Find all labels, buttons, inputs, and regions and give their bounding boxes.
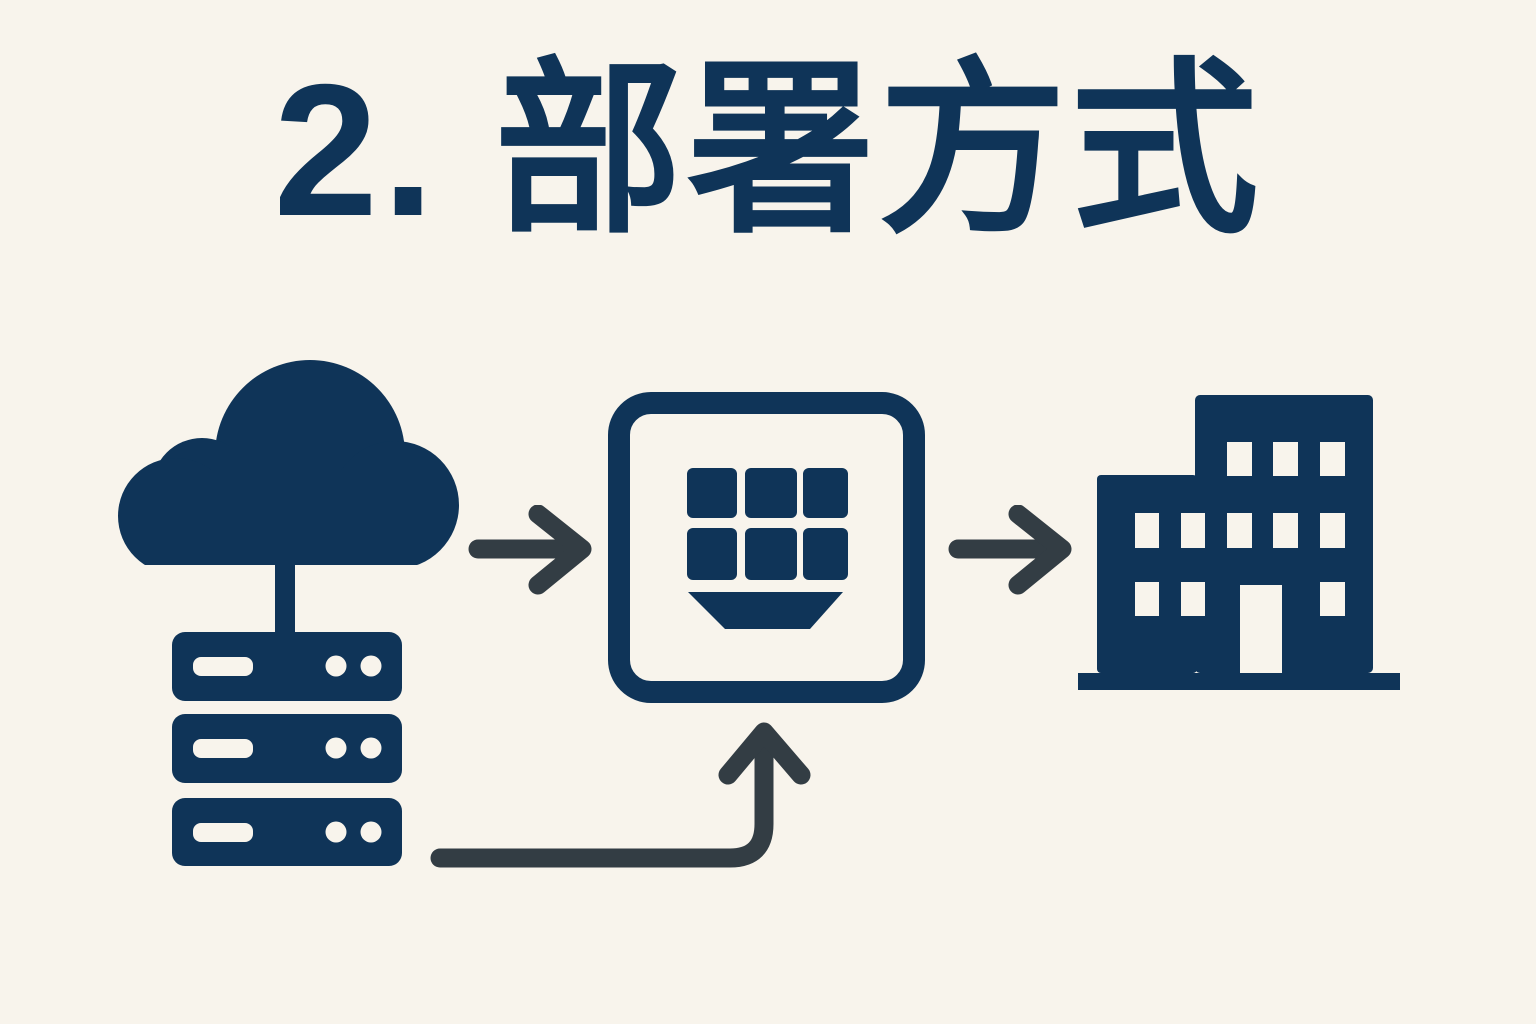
server-led-dot bbox=[360, 737, 382, 759]
container-frame bbox=[608, 392, 925, 703]
server-led-dot bbox=[325, 737, 347, 759]
server-row bbox=[172, 798, 402, 866]
grid-cell bbox=[803, 468, 848, 518]
window bbox=[1273, 513, 1298, 548]
grid-cell bbox=[745, 468, 797, 518]
module-grid bbox=[687, 468, 848, 580]
building-left-block bbox=[1097, 475, 1197, 673]
server-led-dot bbox=[325, 821, 347, 843]
cloud-server-stem bbox=[275, 548, 295, 643]
window bbox=[1320, 513, 1345, 548]
window bbox=[1135, 582, 1159, 616]
building-base bbox=[1078, 673, 1400, 690]
hull-shape bbox=[688, 592, 843, 629]
elbow-arrow-shaft bbox=[430, 740, 774, 868]
server-slot bbox=[193, 739, 253, 758]
window bbox=[1181, 582, 1205, 616]
arrow-head bbox=[528, 505, 592, 595]
building-windows bbox=[1135, 442, 1345, 616]
server-slot bbox=[193, 657, 253, 676]
server-led-dot bbox=[325, 655, 347, 677]
server-stack bbox=[172, 632, 402, 866]
server-slot bbox=[193, 823, 253, 842]
window bbox=[1320, 442, 1345, 476]
grid-cell bbox=[745, 528, 797, 580]
grid-cell bbox=[687, 468, 737, 518]
window bbox=[1320, 582, 1345, 616]
building-door bbox=[1240, 585, 1282, 673]
window bbox=[1227, 442, 1252, 476]
arrow-head bbox=[1008, 505, 1072, 595]
building-icon bbox=[1078, 395, 1400, 690]
window bbox=[1181, 513, 1205, 548]
window bbox=[1135, 513, 1159, 548]
elbow-up-arrow-icon bbox=[430, 722, 811, 868]
window bbox=[1273, 442, 1298, 476]
arrow-right-icon bbox=[468, 505, 592, 595]
arrow-right-icon bbox=[948, 505, 1072, 595]
server-led-dot bbox=[360, 821, 382, 843]
server-row bbox=[172, 632, 402, 701]
window bbox=[1227, 513, 1252, 548]
container-grid-icon bbox=[608, 392, 925, 703]
cloud-server-icon bbox=[110, 360, 460, 866]
page-title: 2. 部署方式 bbox=[273, 45, 1263, 255]
grid-cell bbox=[687, 528, 737, 580]
server-row bbox=[172, 714, 402, 783]
server-led-dot bbox=[360, 655, 382, 677]
elbow-arrow-head bbox=[718, 722, 811, 785]
grid-cell bbox=[803, 528, 848, 580]
